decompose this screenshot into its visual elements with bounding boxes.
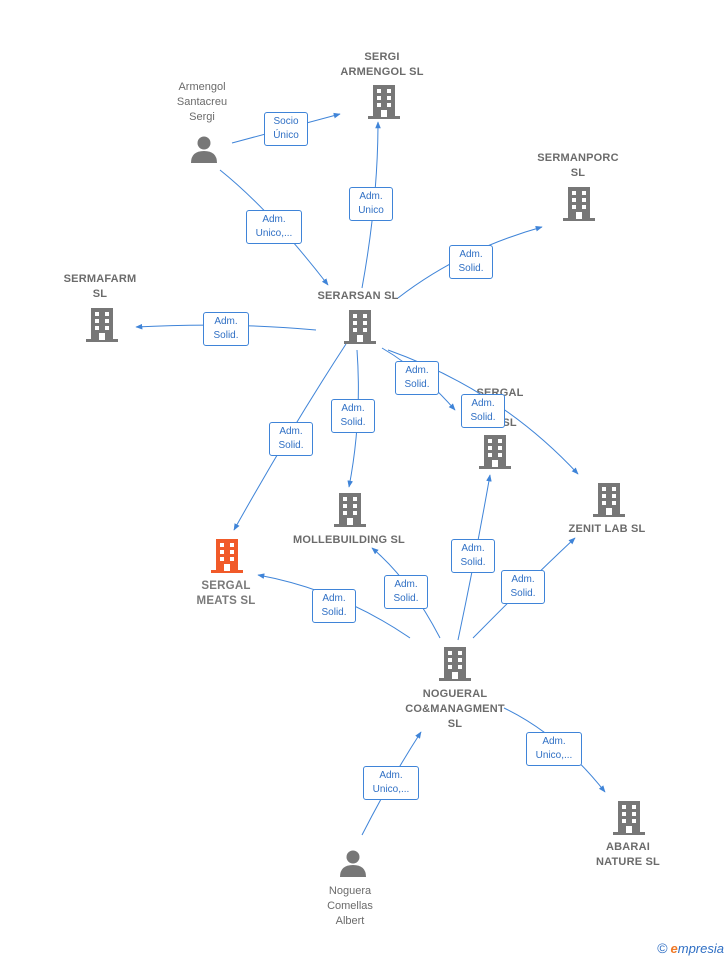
node-label-armengol-santacreu[interactable]: Armengol Santacreu Sergi bbox=[176, 81, 228, 123]
brand-name: mpresia bbox=[677, 941, 724, 956]
person-icon[interactable] bbox=[189, 134, 219, 164]
building-icon[interactable] bbox=[478, 434, 512, 470]
node-label-noguera-comellas[interactable]: Noguera Comellas Albert bbox=[327, 885, 373, 927]
edge-label[interactable]: Adm. Solid. bbox=[203, 312, 249, 346]
node-label-sergi-armengol[interactable]: SERGI ARMENGOL SL bbox=[340, 51, 424, 78]
person-icon[interactable] bbox=[338, 848, 368, 878]
node-label-sermafarm[interactable]: SERMAFARM SL bbox=[63, 273, 137, 300]
edge-label[interactable]: Adm. Solid. bbox=[331, 399, 375, 433]
edge-label[interactable]: Socio Único bbox=[264, 112, 308, 146]
building-icon[interactable] bbox=[438, 646, 472, 682]
building-focus-icon[interactable] bbox=[210, 538, 244, 574]
node-label-mollebuilding[interactable]: MOLLEBUILDING SL bbox=[293, 534, 405, 546]
edge-label[interactable]: Adm. Solid. bbox=[501, 570, 545, 604]
edge-label[interactable]: Adm. Unico bbox=[349, 187, 393, 221]
brand-initial: e bbox=[670, 941, 678, 956]
node-label-sermanporc[interactable]: SERMANPORC SL bbox=[537, 152, 619, 179]
edge-label[interactable]: Adm. Unico,... bbox=[526, 732, 582, 766]
node-label-zenit-lab[interactable]: ZENIT LAB SL bbox=[568, 523, 646, 535]
node-label-abarai[interactable]: ABARAI NATURE SL bbox=[596, 841, 660, 868]
building-icon[interactable] bbox=[343, 309, 377, 345]
copyright-icon: © bbox=[657, 940, 668, 956]
edge-label[interactable]: Adm. Solid. bbox=[312, 589, 356, 623]
edge-label[interactable]: Adm. Solid. bbox=[269, 422, 313, 456]
building-icon[interactable] bbox=[612, 800, 646, 836]
node-label-nogueral[interactable]: NOGUERAL CO&MANAGMENT SL bbox=[405, 688, 505, 730]
building-icon[interactable] bbox=[562, 186, 596, 222]
edge-label[interactable]: Adm. Solid. bbox=[451, 539, 495, 573]
edge-label[interactable]: Adm. Solid. bbox=[384, 575, 428, 609]
edge-label[interactable]: Adm. Unico,... bbox=[246, 210, 302, 244]
building-icon[interactable] bbox=[85, 307, 119, 343]
edge-label[interactable]: Adm. Unico,... bbox=[363, 766, 419, 800]
brand-logo: ©empresia bbox=[657, 940, 724, 956]
edge-label[interactable]: Adm. Solid. bbox=[449, 245, 493, 279]
building-icon[interactable] bbox=[592, 482, 626, 518]
node-label-serarsan[interactable]: SERARSAN SL bbox=[317, 290, 399, 302]
building-icon[interactable] bbox=[333, 492, 367, 528]
edge-label[interactable]: Adm. Solid. bbox=[395, 361, 439, 395]
edge-label[interactable]: Adm. Solid. bbox=[461, 394, 505, 428]
building-icon[interactable] bbox=[367, 84, 401, 120]
node-label-sergal-meats[interactable]: SERGAL MEATS SL bbox=[196, 580, 256, 607]
